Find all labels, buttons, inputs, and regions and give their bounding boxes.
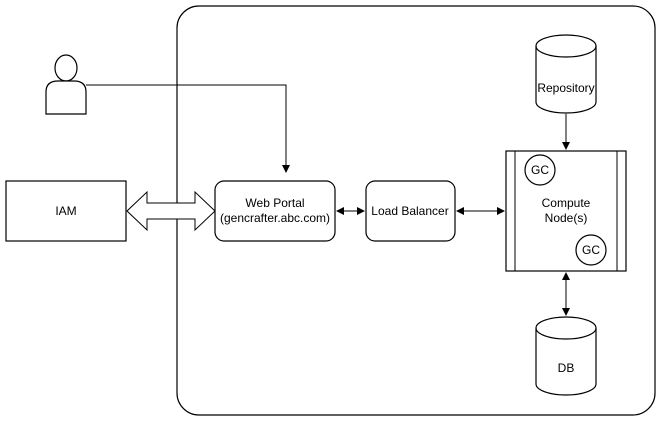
web-portal-url: (gencrafter.abc.com) bbox=[220, 211, 330, 225]
gc-top-circle: GC bbox=[524, 154, 556, 186]
compute-node-label: Compute bbox=[542, 196, 591, 210]
gc-bottom-label: GC bbox=[582, 243, 600, 257]
compute-node-label-2: Node(s) bbox=[545, 211, 588, 225]
compute-node-box: Compute Node(s) bbox=[505, 150, 627, 272]
db-cylinder: DB bbox=[535, 316, 597, 396]
repository-cylinder: Repository bbox=[535, 34, 597, 114]
repository-label: Repository bbox=[537, 81, 594, 95]
user-to-portal-connector bbox=[86, 84, 290, 173]
web-portal-label: Web Portal bbox=[245, 196, 304, 210]
iam-label: IAM bbox=[55, 204, 76, 218]
load-balancer-label: Load Balancer bbox=[371, 204, 448, 218]
load-balancer-box: Load Balancer bbox=[365, 180, 456, 242]
user-actor-icon bbox=[45, 54, 87, 115]
db-label: DB bbox=[558, 361, 575, 375]
web-portal-box: Web Portal (gencrafter.abc.com) bbox=[214, 180, 336, 242]
iam-box: IAM bbox=[5, 180, 127, 242]
gc-bottom-circle: GC bbox=[575, 234, 607, 266]
gc-top-label: GC bbox=[531, 163, 549, 177]
